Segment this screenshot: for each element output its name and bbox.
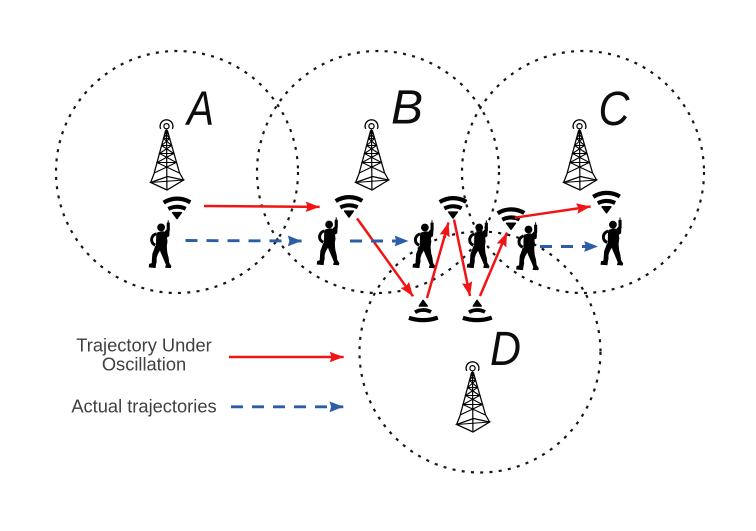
svg-text:Trajectory Under: Trajectory Under — [76, 335, 211, 356]
svg-text:A: A — [184, 83, 214, 136]
svg-text:C: C — [599, 83, 630, 136]
svg-text:Actual trajectories: Actual trajectories — [71, 396, 216, 417]
svg-text:Oscillation: Oscillation — [102, 354, 186, 375]
svg-text:D: D — [490, 323, 521, 376]
svg-text:B: B — [391, 82, 423, 135]
